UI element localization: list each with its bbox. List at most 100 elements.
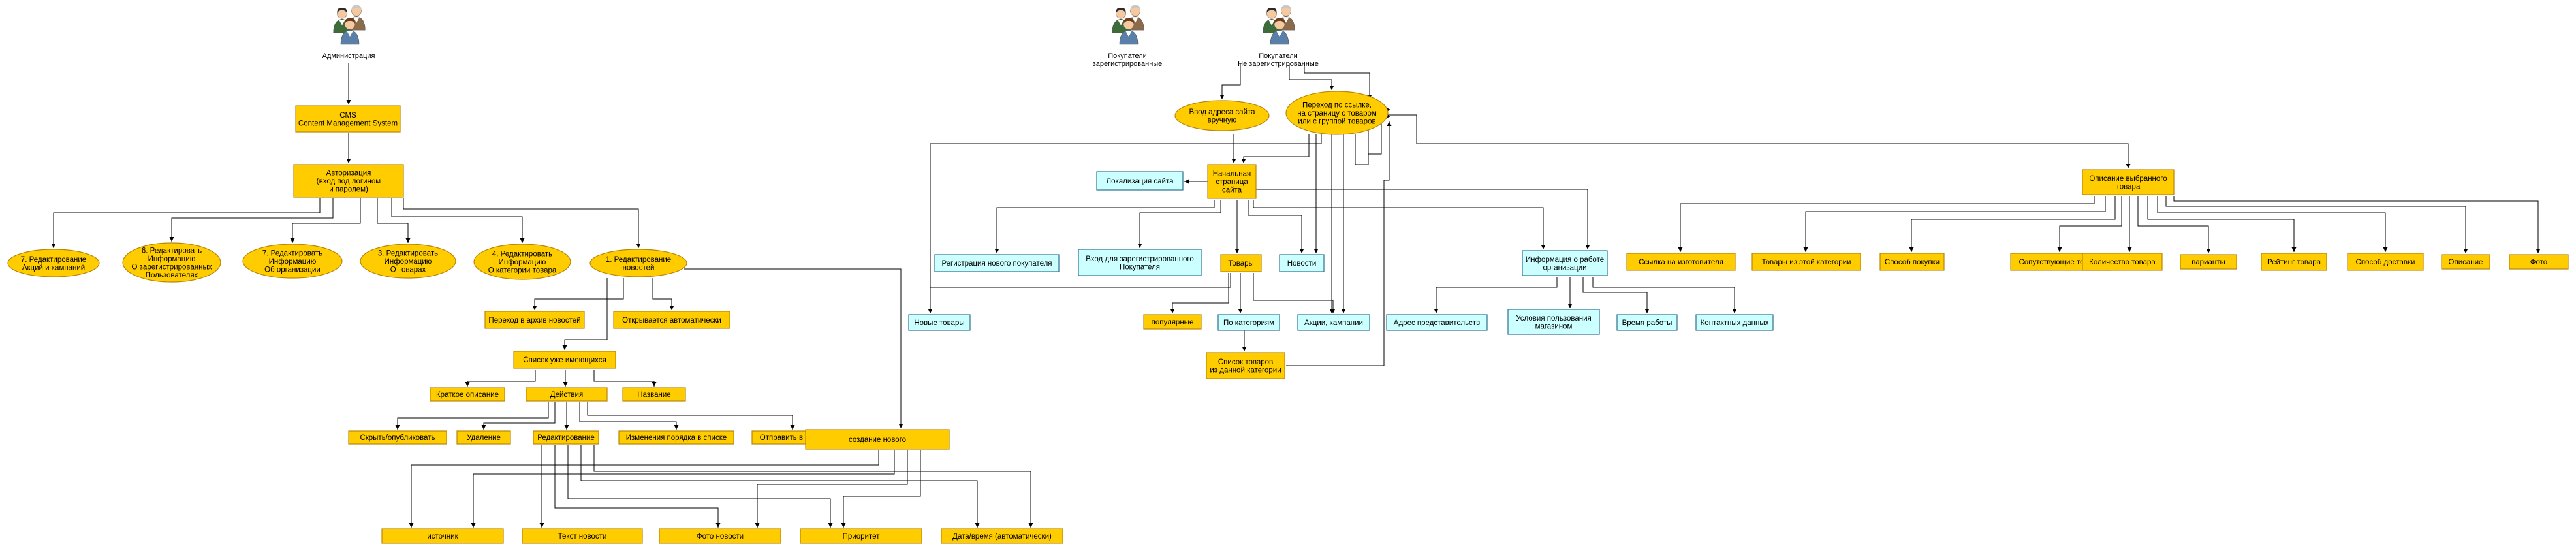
connector-arrow xyxy=(587,402,795,430)
node-shape-box xyxy=(522,528,643,544)
node-newgoods: Новые товары xyxy=(908,314,971,331)
connector-arrow xyxy=(1434,277,1558,313)
node-shape-box xyxy=(1616,314,1678,331)
node-datetime: Дата/время (автоматически) xyxy=(941,528,1063,544)
node-shape-box xyxy=(1751,253,1861,271)
connector-arrow xyxy=(1256,189,1590,249)
node-d2: Товары из этой категории xyxy=(1751,253,1861,271)
node-label: Описание xyxy=(2449,259,2483,266)
node-newstext: Текст новости xyxy=(522,528,643,544)
node-shape-box xyxy=(1143,314,1202,330)
node-brief: Краткое описание xyxy=(430,387,505,402)
connector-arrow xyxy=(1286,121,1392,366)
connector-arrow xyxy=(2147,196,2297,252)
node-news: Новости xyxy=(1279,254,1325,272)
node-shape-box xyxy=(526,387,608,402)
node-shape-box xyxy=(293,164,404,198)
node-label: создание нового xyxy=(849,436,906,444)
connector-arrow xyxy=(2157,196,2388,252)
node-label: Краткое описание xyxy=(436,391,499,399)
node-shape-box xyxy=(1217,314,1280,331)
connector-arrow xyxy=(1289,63,1334,90)
node-shape-box xyxy=(295,105,401,133)
connector-arrow xyxy=(532,278,624,310)
node-repaddr: Адрес представительств xyxy=(1386,314,1488,331)
node-label: Дата/время (автоматически) xyxy=(952,533,1052,541)
node-label: Время работы xyxy=(1622,319,1673,327)
node-shape-ellipse xyxy=(7,249,100,277)
node-shape-box xyxy=(381,528,504,544)
node-label: Адрес представительств xyxy=(1394,319,1480,327)
node-popular: популярные xyxy=(1143,314,1202,330)
node-label: Фото новости xyxy=(697,533,744,541)
node-regnew: Регистрация нового покупателя xyxy=(934,254,1060,272)
node-shape-box xyxy=(2509,254,2569,270)
node-shape-box xyxy=(622,387,686,402)
connector-arrow xyxy=(1253,200,1546,249)
node-hours: Время работы xyxy=(1616,314,1678,331)
users-group-icon xyxy=(1263,5,1295,45)
node-d5: Количество товара xyxy=(2082,253,2163,271)
node-shape-box xyxy=(613,311,730,329)
connector-arrow xyxy=(391,198,525,243)
node-goods: Товары xyxy=(1220,254,1262,272)
node-label: Регистрация нового покупателя xyxy=(941,260,1052,268)
connector-arrow xyxy=(593,370,657,387)
node-label: Товары из этой категории xyxy=(1762,259,1851,266)
connector-arrow xyxy=(465,370,536,387)
connector-arrow xyxy=(1248,200,1304,253)
node-label: Локализация сайта xyxy=(1107,178,1174,185)
node-label: Удаление xyxy=(467,434,501,442)
node-shape-box xyxy=(1507,309,1600,335)
connector-arrow xyxy=(580,445,980,528)
node-label: Сопутствующие товары xyxy=(2018,259,2101,266)
node-bycat: По категориям xyxy=(1217,314,1280,331)
node-shape-box xyxy=(1279,254,1325,272)
connector-arrow xyxy=(579,402,679,430)
connector-arrow xyxy=(2057,196,2122,252)
connector-arrow xyxy=(1582,277,1650,313)
node-label: варианты xyxy=(2191,259,2225,266)
node-label: Фото xyxy=(2530,259,2547,266)
node-shape-box xyxy=(1220,254,1262,272)
connector-arrow xyxy=(1803,196,2106,252)
node-label: Изменения порядка в списке xyxy=(626,434,727,442)
connector-arrow xyxy=(1137,200,1221,248)
node-label: Товары xyxy=(1228,260,1254,268)
node-d1: Ссылка на изготовителя xyxy=(1626,253,1736,271)
node-shape-box xyxy=(934,254,1060,272)
connector-arrow xyxy=(567,445,833,528)
node-label: Название xyxy=(637,391,670,399)
node-shape-box xyxy=(2347,253,2424,271)
node-hide: Скрыть/опубликовать xyxy=(348,430,447,445)
connector-arrow xyxy=(395,402,549,430)
node-shape-ellipse xyxy=(360,244,456,279)
connector-arrow xyxy=(593,445,1033,528)
node-label: Рейтинг товара xyxy=(2267,259,2321,266)
node-shape-ellipse xyxy=(242,244,343,279)
node-shape-box xyxy=(456,430,511,445)
connector-arrow xyxy=(2173,196,2541,253)
edges-layer xyxy=(51,63,2541,528)
connector-arrow xyxy=(562,278,608,350)
node-name: Название xyxy=(622,387,686,402)
connector-arrow xyxy=(841,450,921,528)
node-shape-box xyxy=(513,351,616,369)
node-autoopen: Открывается автоматически xyxy=(613,311,730,329)
